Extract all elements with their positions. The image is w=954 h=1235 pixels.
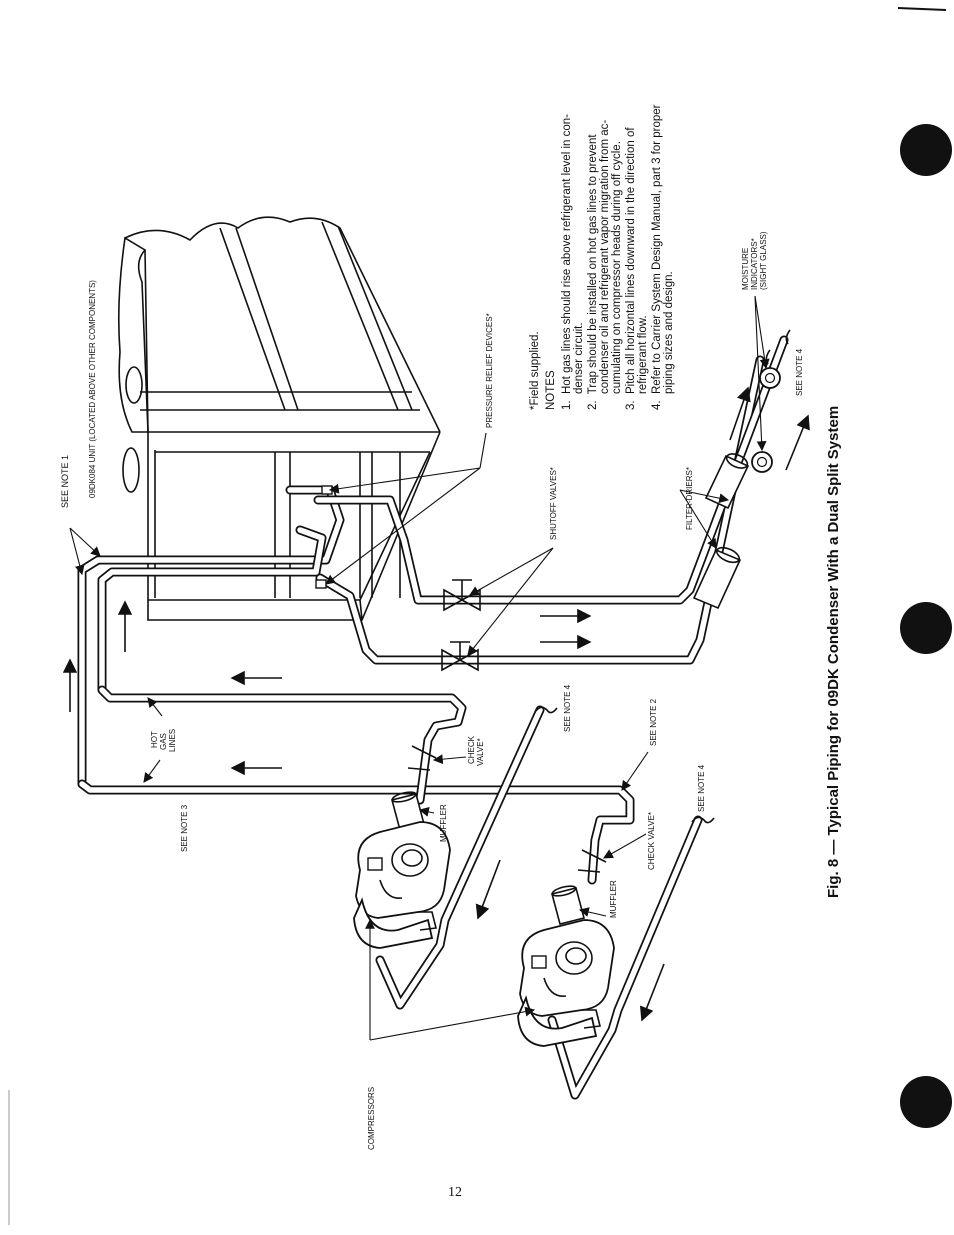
note-line: piping sizes and design. [663,271,675,410]
binder-hole [900,124,952,176]
moisture-indicator [751,451,773,473]
note-line: 4. Refer to Carrier System Design Manual… [651,104,663,410]
filter-driers-label: FILTER-DRIERS* [685,467,694,530]
shutoff-valve [443,579,481,612]
see-note-2-label: SEE NOTE 2 [649,698,658,746]
shutoff-valve [441,641,479,672]
hot-gas-label-1: HOT [150,731,159,748]
compressors-label: COMPRESSORS [367,1087,376,1150]
hot-gas-label-3: LINES [168,729,177,752]
figure-caption: Fig. 8 — Typical Piping for 09DK Condens… [825,406,842,898]
binder-hole [900,1076,952,1128]
note-line: condenser oil and refrigerant vapor migr… [599,120,611,410]
unit-label: 09DK084 UNIT (LOCATED ABOVE OTHER COMPON… [88,280,97,498]
compressor-b [517,919,615,1047]
moisture-indicator [759,367,781,389]
flow-arrows [62,386,810,1022]
corner-mark [897,7,947,11]
check-valve-label-2: VALVE* [476,738,485,766]
notes-heading: NOTES [545,370,557,410]
pressure-relief-label: PRESSURE RELIEF DEVICES* [485,313,494,428]
muffler [551,885,585,925]
moisture-label-3: (SIGHT GLASS) [759,231,768,290]
field-supplied-note: *Field supplied. [529,331,541,410]
check-valve [407,745,437,771]
see-note-4-label: SEE NOTE 4 [697,764,706,812]
filter-drier [704,453,750,510]
see-note-4-label: SEE NOTE 4 [795,348,804,396]
shutoff-valves-label: SHUTOFF VALVES* [549,467,558,540]
note-line: refrigerant flow. [637,315,649,410]
binder-hole [900,602,952,654]
page-number: 12 [448,1185,462,1200]
compressor-a [353,821,451,949]
muffler-label: MUFFLER [439,804,448,842]
pressure-relief-device [315,579,327,589]
see-note-3-label: SEE NOTE 3 [180,804,189,852]
hot-gas-label-2: GAS [159,733,168,750]
note-line: 2. Trap should be installed on hot gas l… [587,134,599,410]
note-line: denser circuit. [573,322,585,410]
muffler-label: MUFFLER [609,880,618,918]
refrigerant-piping [77,335,789,1100]
filter-drier [692,546,742,610]
notes-block: *Field supplied. NOTES 1. Hot gas lines … [529,104,675,410]
moisture-label-1: MOISTURE [741,248,750,290]
see-note-1-label: SEE NOTE 1 [60,455,70,508]
note-line: 1. Hot gas lines should rise above refri… [561,114,573,410]
check-valve-label-1: CHECK [467,735,476,764]
note-line: 3. Pitch all horizontal lines downward i… [625,127,637,410]
see-note-4-label: SEE NOTE 4 [563,684,572,732]
note-line: cumulating on compressor heads during of… [611,141,623,410]
leader-lines [69,295,770,1041]
check-valve-label: CHECK VALVE* [647,812,656,870]
check-valve [577,849,607,873]
moisture-label-2: INDICATORS* [750,238,759,290]
